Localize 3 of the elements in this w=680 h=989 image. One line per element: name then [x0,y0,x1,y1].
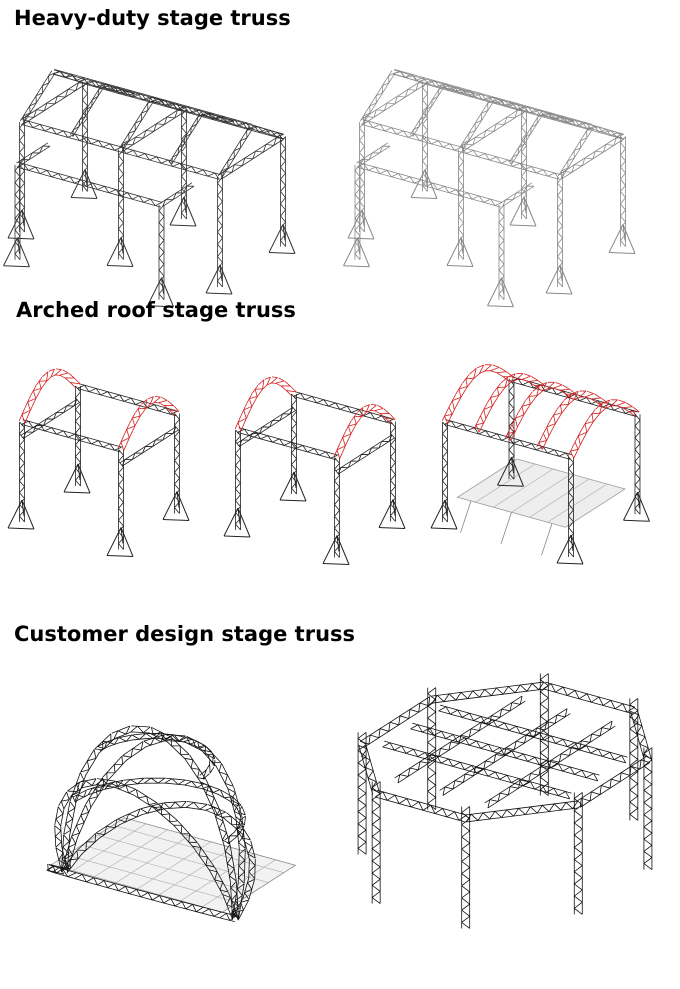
section-heading: Heavy-duty stage truss [14,6,291,30]
section-heading: Customer design stage truss [14,622,356,646]
section-heading: Arched roof stage truss [16,298,296,322]
